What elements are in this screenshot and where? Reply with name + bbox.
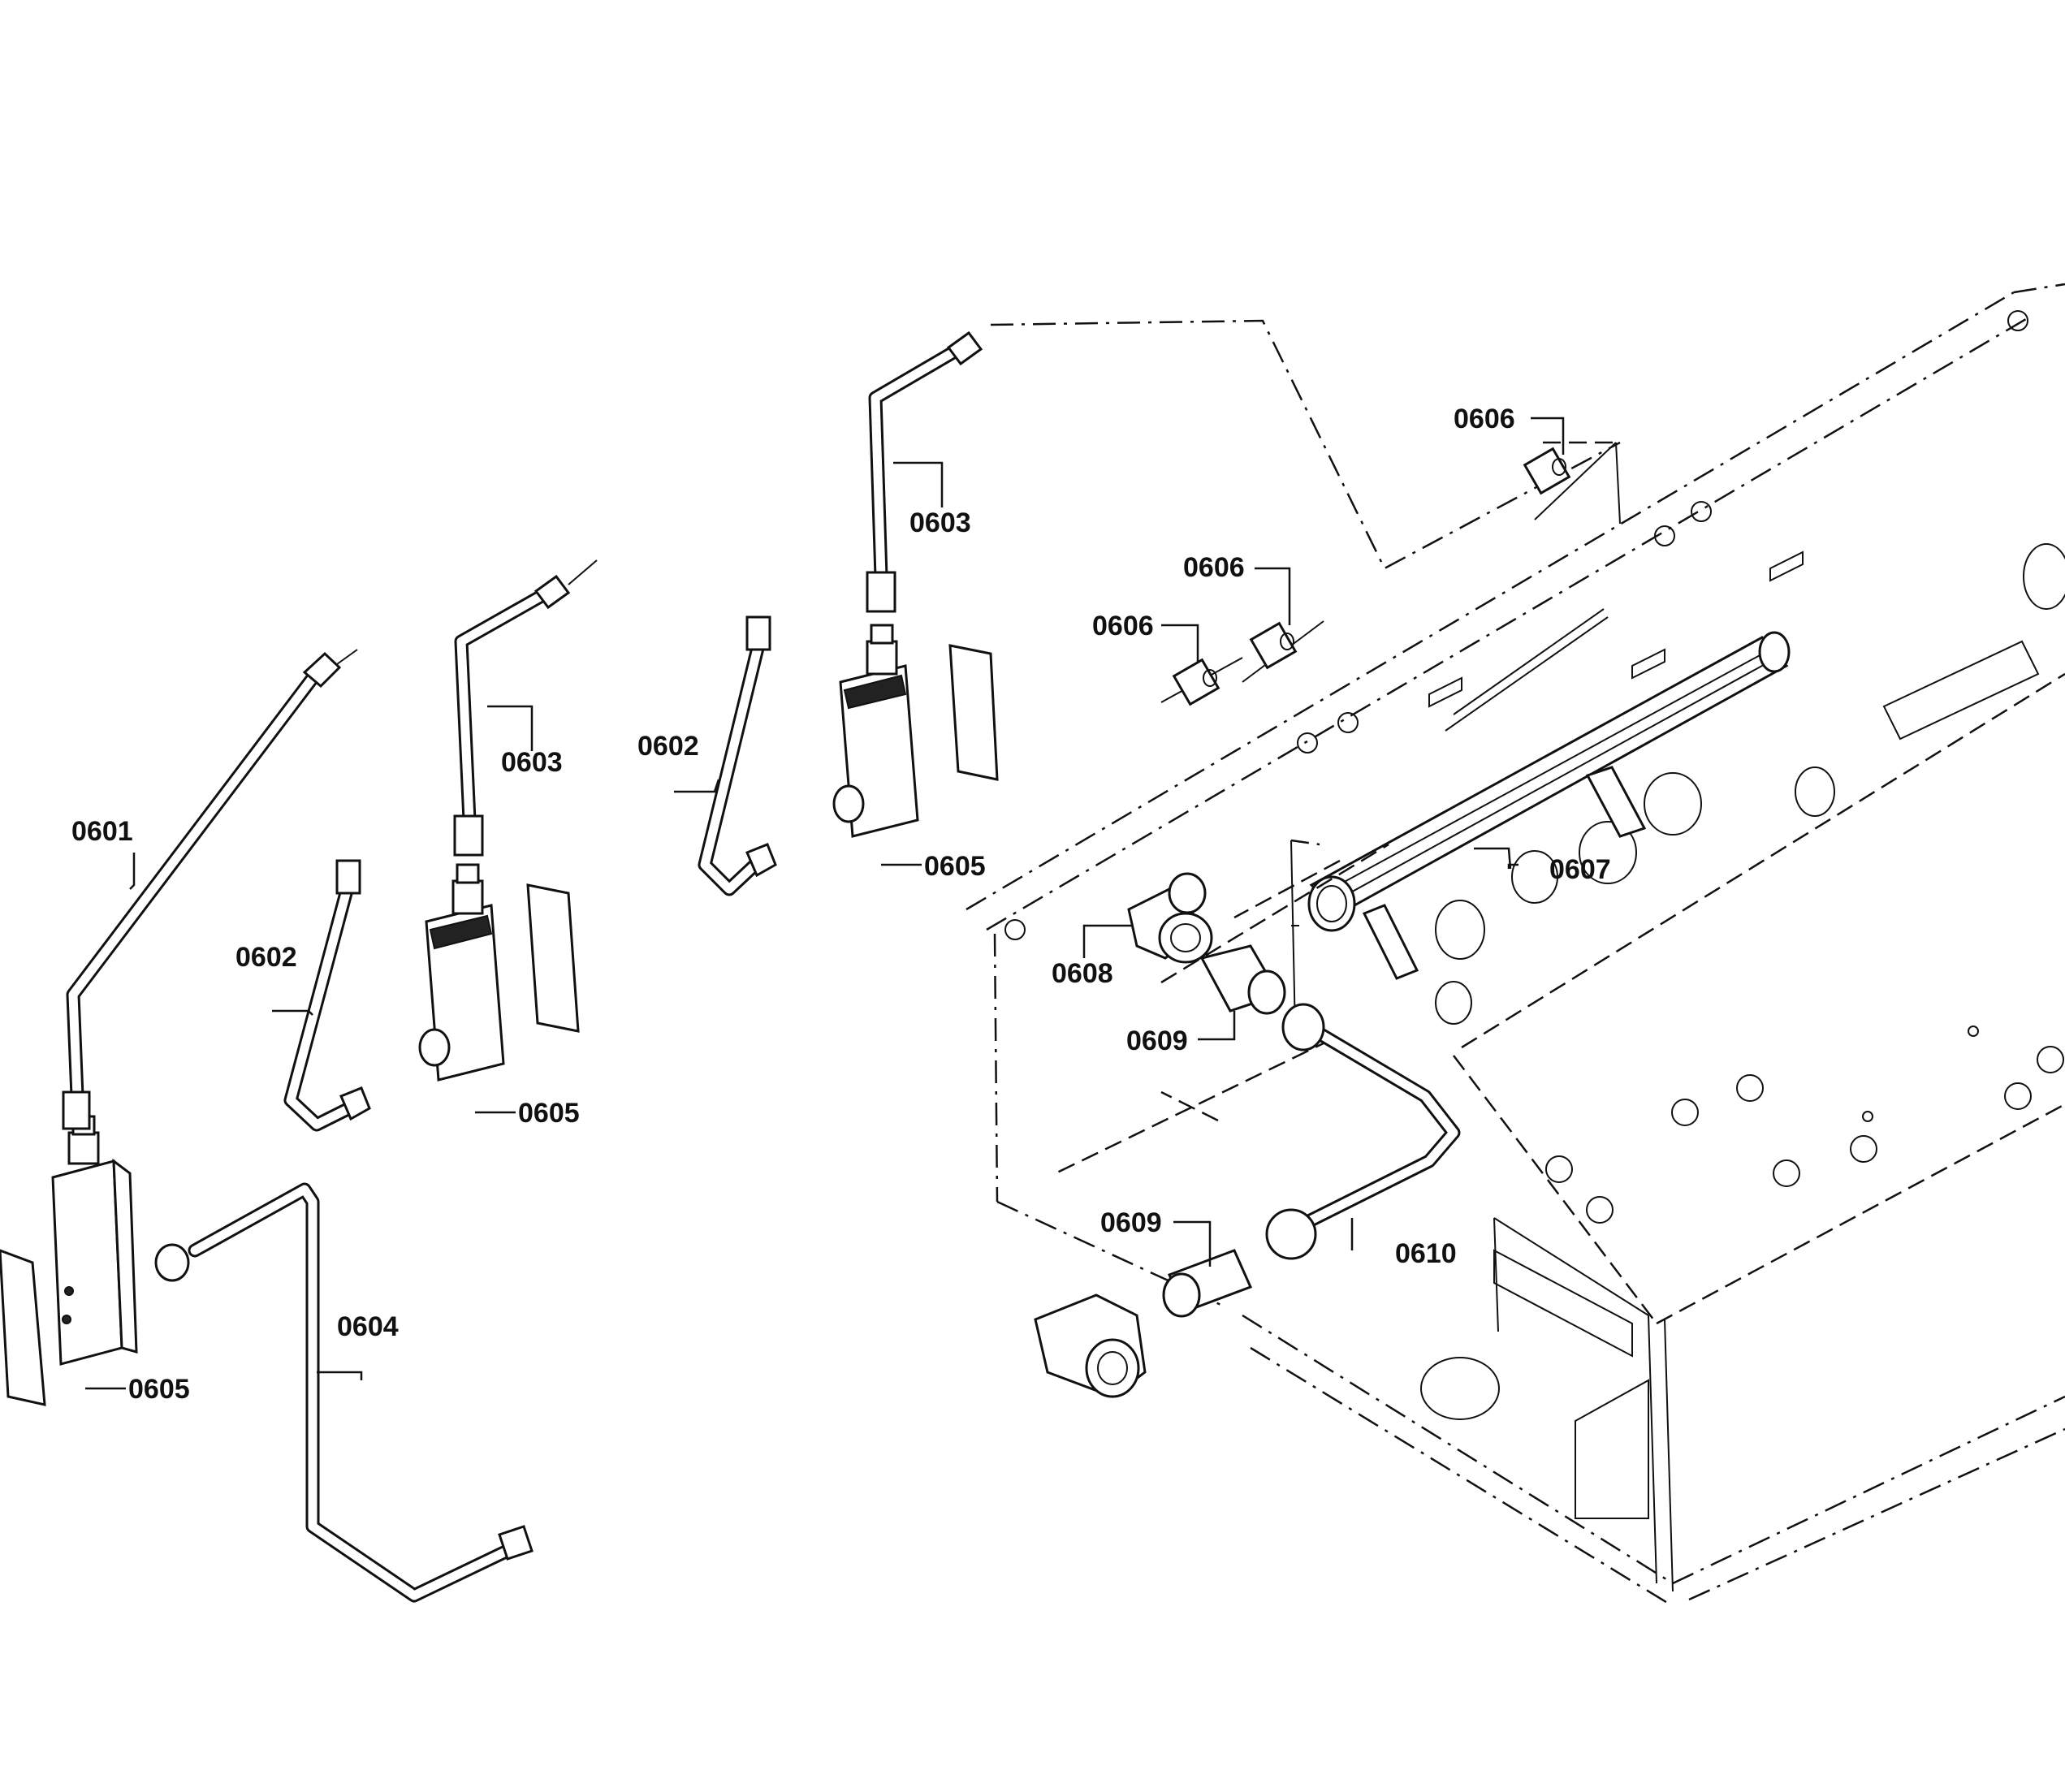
callout-0601: 0601 — [71, 816, 133, 847]
callout-0603-right: 0603 — [909, 507, 971, 538]
callout-0605-left: 0605 — [128, 1374, 190, 1405]
callout-0609-upper: 0609 — [1126, 1026, 1188, 1056]
pipe-0603-a — [453, 559, 598, 857]
fitting-0606-a — [1523, 442, 1617, 520]
pipe-0602-a — [283, 859, 371, 1132]
callout-0603-left: 0603 — [501, 747, 563, 778]
fitting-0608 — [1127, 872, 1213, 964]
valve-0605-c — [832, 624, 999, 838]
fitting-0606-b — [1242, 620, 1324, 683]
callout-0602-left: 0602 — [235, 942, 297, 973]
callout-0608: 0608 — [1052, 958, 1113, 989]
fitting-0606-c — [1160, 657, 1243, 706]
pipe-0604 — [154, 1182, 534, 1603]
callout-0606-lower: 0606 — [1092, 611, 1154, 641]
callout-0606-top: 0606 — [1454, 404, 1515, 434]
callout-0609-lower: 0609 — [1100, 1207, 1162, 1238]
leader-lines — [85, 417, 1565, 1390]
pipe-0602-b — [698, 615, 777, 896]
callout-0607: 0607 — [1549, 854, 1611, 885]
callout-0606-middle: 0606 — [1183, 552, 1245, 583]
fitting-0609-a — [1199, 944, 1286, 1015]
assembly-lines — [990, 319, 1621, 1175]
burner-pads — [1545, 1026, 2064, 1224]
range-chassis — [966, 283, 2065, 1605]
callout-0602-right: 0602 — [637, 731, 699, 762]
callout-0610: 0610 — [1395, 1238, 1457, 1269]
callout-0604: 0604 — [337, 1311, 399, 1342]
flex-hose-0610 — [1265, 1003, 1461, 1260]
valve-0605-a — [0, 1115, 138, 1406]
pipe-0601 — [62, 649, 358, 1130]
callout-0605-right: 0605 — [924, 851, 986, 882]
pipe-0603-b — [866, 330, 983, 613]
callout-0605-middle: 0605 — [518, 1098, 580, 1129]
valve-0605-b — [418, 863, 580, 1082]
fitting-0609-b — [1162, 1249, 1253, 1318]
callout-labels: 0601 0602 0602 0603 0603 0604 0605 0605 … — [71, 404, 1611, 1405]
gas-manifold-0607 — [1291, 631, 1791, 980]
tee-fitting — [1034, 1293, 1147, 1398]
